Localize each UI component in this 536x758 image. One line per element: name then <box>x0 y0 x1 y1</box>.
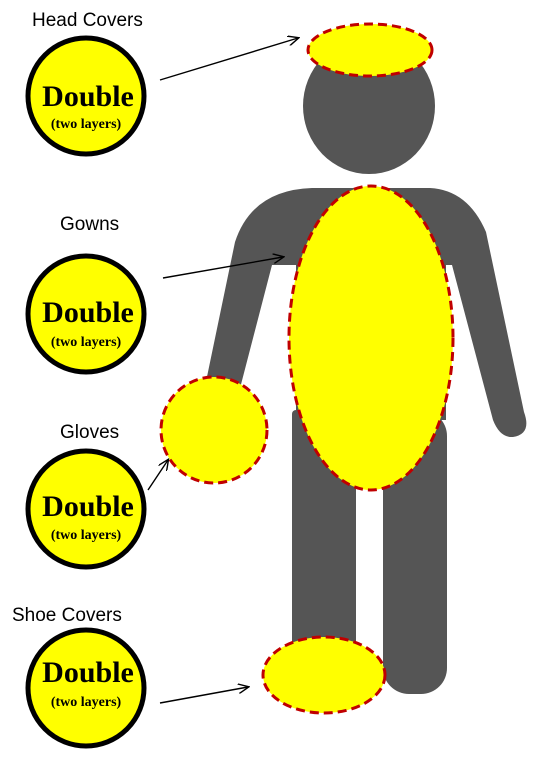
badge-head-covers: Double (two layers) <box>28 38 144 154</box>
label-shoe-covers: Shoe Covers <box>12 605 122 626</box>
badge-sub-text: (two layers) <box>51 335 122 350</box>
label-gowns: Gowns <box>60 214 119 235</box>
glove-highlight <box>161 377 267 483</box>
badge-sub-text: (two layers) <box>51 695 122 710</box>
badge-gowns: Double (two layers) <box>28 256 144 372</box>
badge-main-text: Double <box>42 656 134 689</box>
label-head-covers: Head Covers <box>32 10 143 31</box>
shoe-cover-highlight <box>263 637 385 713</box>
gown-highlight <box>289 186 453 490</box>
badges: Double (two layers) Double (two layers) … <box>28 38 144 746</box>
head-cover-highlight <box>308 24 432 76</box>
badge-main-text: Double <box>42 296 134 329</box>
arrow-gloves <box>148 460 168 490</box>
badge-main-text: Double <box>42 80 134 113</box>
badge-sub-text: (two layers) <box>51 528 122 543</box>
badge-main-text: Double <box>42 490 134 523</box>
badge-sub-text: (two layers) <box>51 117 122 132</box>
arrow-head-covers <box>160 38 298 80</box>
badge-gloves: Double (two layers) <box>28 451 144 567</box>
arrow-shoe-covers <box>160 687 248 703</box>
badge-shoe-covers: Double (two layers) <box>28 630 144 746</box>
label-gloves: Gloves <box>60 422 119 443</box>
